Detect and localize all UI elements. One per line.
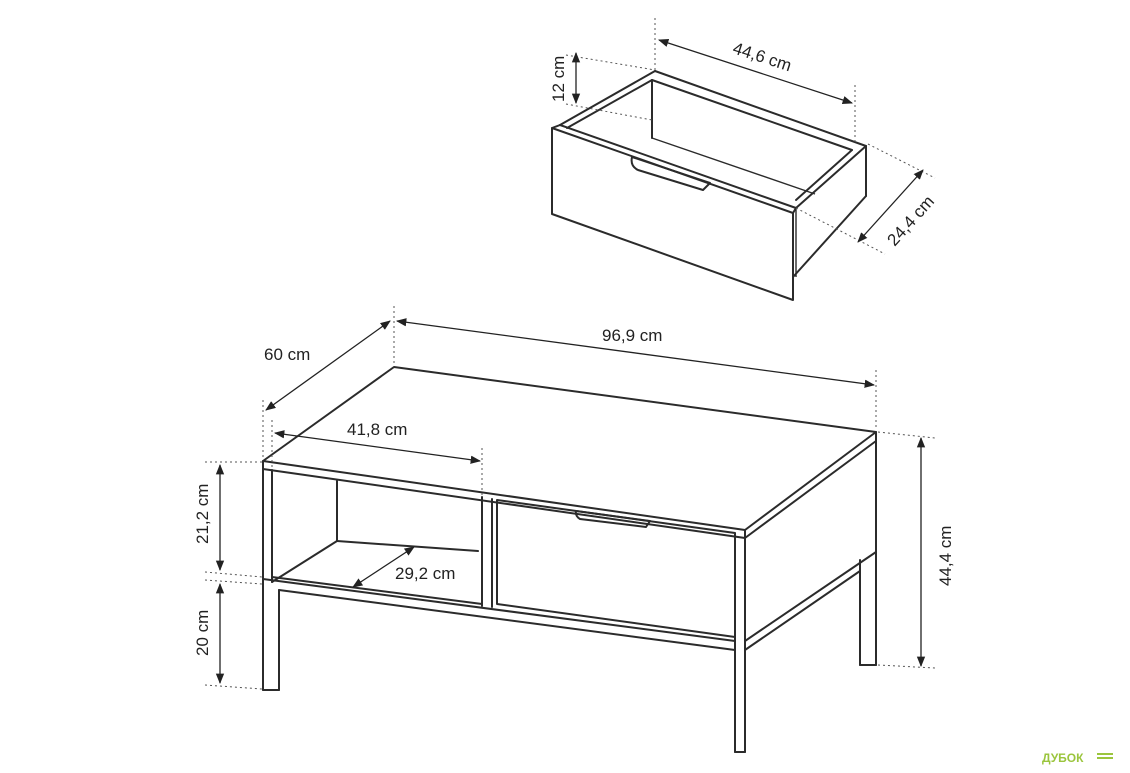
table-top-right-lower <box>744 440 877 539</box>
upper-height-label: 21,2 cm <box>193 484 212 544</box>
drawer-back-top <box>654 70 867 147</box>
table-side-rail-top <box>744 551 877 642</box>
drawer-front-top-back <box>559 124 797 209</box>
leg-height-label: 20 cm <box>193 610 212 656</box>
table-length-label: 96,9 cm <box>602 326 662 345</box>
table-drawing: 60 cm 96,9 cm 41,8 cm 29,2 cm 21,2 cm 20… <box>193 306 955 753</box>
table-drawer-handle <box>574 510 651 528</box>
drawer-right-inner <box>795 149 853 201</box>
drawer-depth-label: 24,4 cm <box>884 192 939 250</box>
drawer-width-dimension <box>658 38 853 105</box>
drawer-inner-floor <box>651 137 816 195</box>
total-height-label: 44,4 cm <box>936 526 955 586</box>
drawer-depth-dimension <box>857 169 924 243</box>
drawer-left-inner <box>566 79 653 129</box>
table-bottom-rail-top <box>262 578 736 642</box>
table-drawer-front <box>496 499 736 638</box>
drawer-left-top <box>559 70 656 126</box>
table-depth-dimension <box>265 320 391 411</box>
shelf-depth-label: 29,2 cm <box>395 564 455 583</box>
drawer-front-top-edge <box>551 124 561 129</box>
table-side-rail-bottom <box>744 570 861 651</box>
drawer-right-top <box>795 145 867 209</box>
drawer-back-inner <box>651 79 853 151</box>
table-top-surface <box>262 366 877 531</box>
shelf-width-dimension <box>273 430 482 464</box>
shelf-floor-left <box>271 540 338 583</box>
table-top-front-lower <box>262 468 746 539</box>
shelf-floor-front <box>271 576 483 605</box>
table-length-dimension <box>395 318 876 388</box>
table-depth-label: 60 cm <box>264 345 310 364</box>
drawer-height-label: 12 cm <box>549 56 568 102</box>
drawer-drawing: 44,6 cm 12 cm 24,4 cm <box>549 18 939 301</box>
table-bottom-rail-bottom <box>278 589 736 651</box>
brand-watermark: ДУБОК <box>1042 751 1113 765</box>
shelf-width-label: 41,8 cm <box>347 420 407 439</box>
drawer-front-panel <box>551 127 794 301</box>
drawer-handle <box>630 156 711 191</box>
shelf-back-bottom <box>336 540 479 552</box>
drawer-width-label: 44,6 cm <box>730 39 793 76</box>
brand-watermark-text: ДУБОК <box>1042 751 1084 765</box>
drawer-right-bottom <box>792 195 867 278</box>
shelf-depth-dimension <box>352 546 415 588</box>
